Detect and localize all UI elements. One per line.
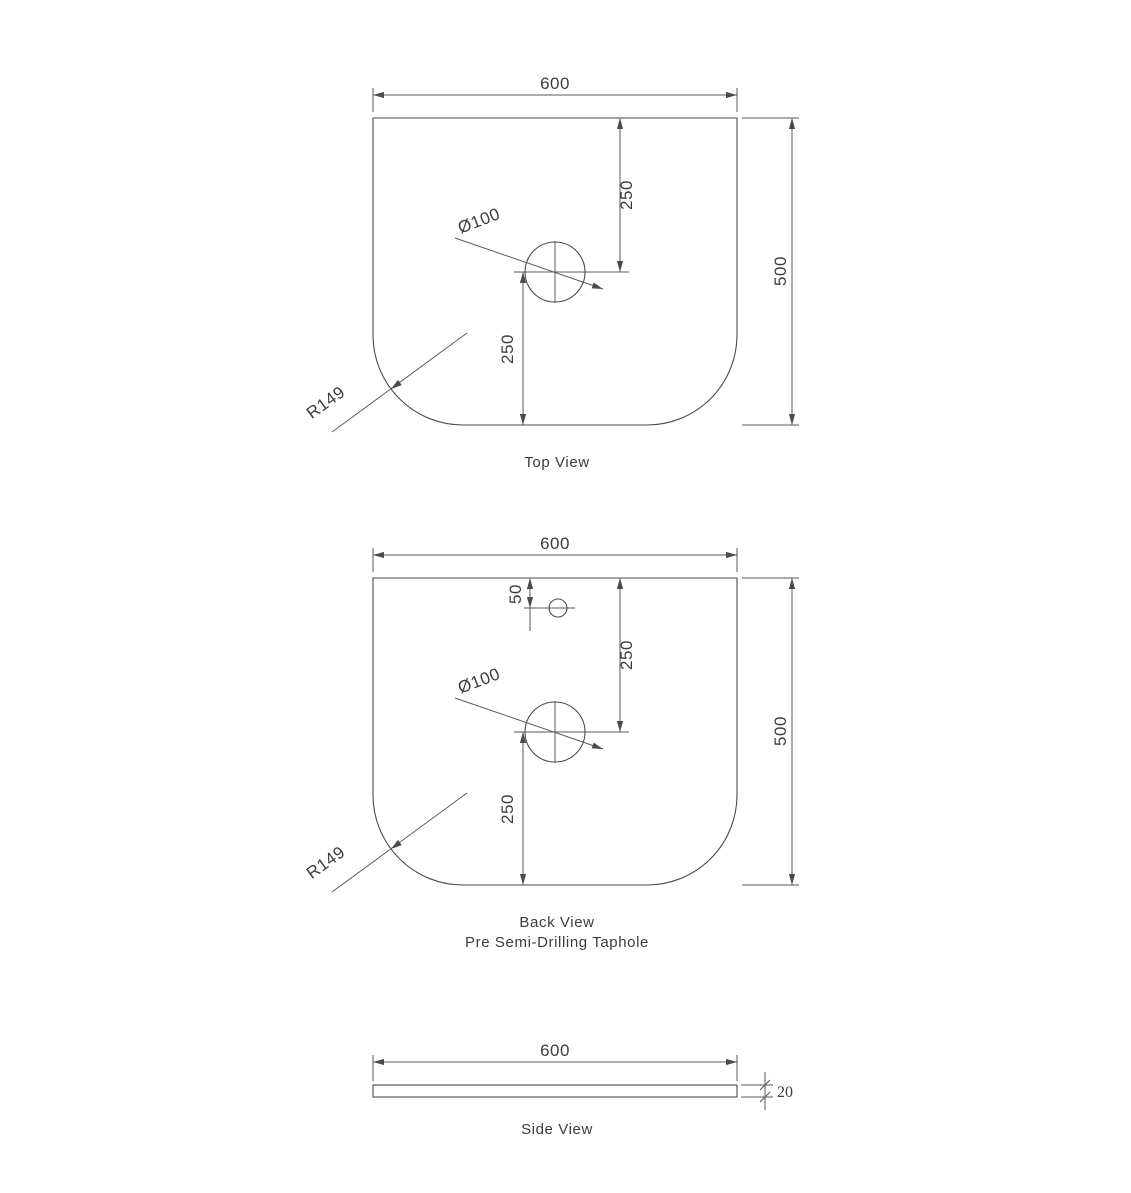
side-view-dim-width: 600: [372, 1041, 738, 1081]
back-view-dim-depth: 500: [742, 577, 799, 886]
back-view-hole-diameter-leader: Ø100: [454, 664, 604, 750]
back-view-dim-taphole-offset-label: 50: [506, 584, 525, 604]
top-view-hole-diameter-label: Ø100: [455, 204, 503, 237]
back-view-dim-hole-offset-top: 250: [616, 578, 636, 732]
side-view-dim-thickness-label: 20: [777, 1084, 793, 1101]
back-view-title: Back View: [519, 914, 594, 931]
side-view: 600 20 Side View: [372, 1041, 793, 1138]
back-view-subtitle: Pre Semi-Drilling Taphole: [465, 934, 649, 951]
back-view-dim-hole-offset-bottom-label: 250: [498, 794, 517, 824]
back-view-dim-width-label: 600: [540, 534, 570, 553]
top-view-dim-hole-offset-top: 250: [616, 118, 636, 272]
top-view-dim-depth-label: 500: [771, 256, 790, 286]
back-view-dim-hole-offset-bottom: 250: [498, 732, 527, 885]
back-view-dim-hole-offset-top-label: 250: [617, 640, 636, 670]
top-view-title: Top View: [524, 454, 589, 471]
back-view-hole-diameter-label: Ø100: [455, 664, 503, 697]
top-view-corner-radius-leader: R149: [303, 332, 468, 433]
side-view-dim-thickness: 20: [741, 1072, 793, 1110]
back-view-dim-taphole-offset: 50: [506, 578, 534, 631]
top-view-dim-width-label: 600: [540, 74, 570, 93]
top-view-outline: [372, 117, 738, 426]
side-view-dim-width-label: 600: [540, 1041, 570, 1060]
top-view-dim-hole-offset-bottom-label: 250: [498, 334, 517, 364]
top-view-dim-hole-offset-top-label: 250: [617, 180, 636, 210]
side-view-outline: [372, 1084, 738, 1098]
back-view-dim-width: 600: [372, 534, 738, 572]
back-view-dim-depth-label: 500: [771, 716, 790, 746]
back-view: 600 500 50 250 25: [303, 534, 799, 951]
top-view-corner-radius-label: R149: [303, 382, 349, 422]
top-view-dim-depth: 500: [742, 117, 799, 426]
top-view-dim-hole-offset-bottom: 250: [498, 272, 527, 425]
top-view: 600 500 250 250 Ø100: [303, 74, 799, 471]
side-view-title: Side View: [521, 1121, 593, 1138]
back-view-corner-radius-leader: R149: [303, 792, 468, 893]
back-view-outline: [372, 577, 738, 886]
top-view-dim-width: 600: [372, 74, 738, 112]
top-view-hole-diameter-leader: Ø100: [454, 204, 604, 290]
back-view-corner-radius-label: R149: [303, 842, 349, 882]
